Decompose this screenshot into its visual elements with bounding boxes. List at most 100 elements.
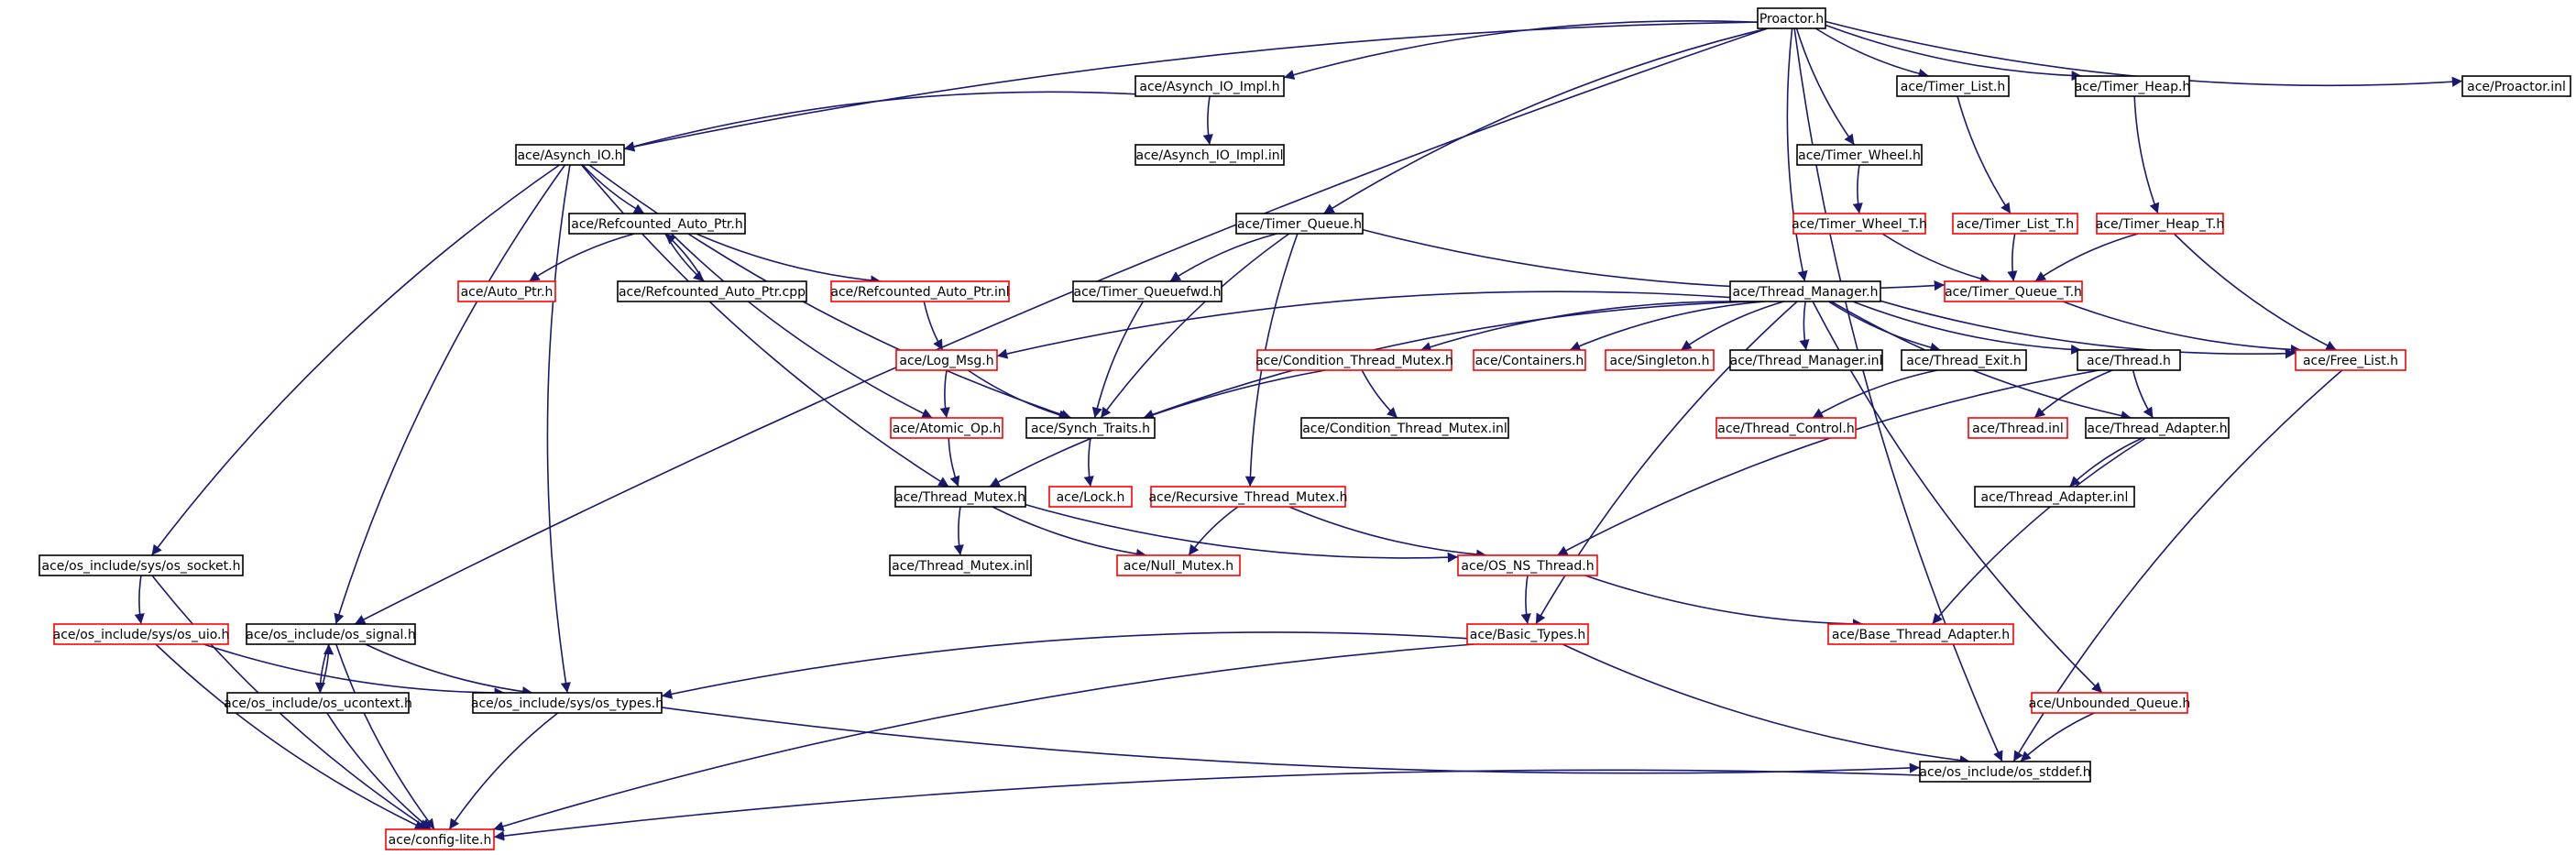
node-unbq[interactable]: ace/Unbounded_Queue.h <box>2029 692 2191 714</box>
node-ctminl[interactable]: ace/Condition_Thread_Mutex.inl <box>1300 417 1509 439</box>
node-tadapt[interactable]: ace/Thread_Adapter.h <box>2085 417 2230 439</box>
node-proinl[interactable]: ace/Proactor.inl <box>2461 75 2571 97</box>
node-box-osns <box>1457 554 1598 576</box>
node-label-btadapt: ace/Base_Thread_Adapter.h <box>1832 628 2010 642</box>
node-box-btypes <box>1466 623 1589 645</box>
edge-btypes-to-osstddef <box>1562 643 1970 766</box>
edge-tm-to-synch <box>1143 301 1753 420</box>
node-label-cont: ace/Containers.h <box>1475 354 1584 368</box>
edge-tm-to-cont <box>1569 301 1765 351</box>
node-label-cfglite: ace/config-lite.h <box>389 833 492 848</box>
edge-root-to-ossig <box>354 27 1769 625</box>
node-lock[interactable]: ace/Lock.h <box>1048 486 1133 508</box>
node-rcapinl[interactable]: ace/Refcounted_Auto_Ptr.inl <box>830 280 1010 302</box>
node-osuio[interactable]: ace/os_include/sys/os_uio.h <box>53 623 230 645</box>
node-label-twheelt: ace/Timer_Wheel_T.h <box>1792 217 1927 232</box>
node-box-aioimplinl <box>1135 144 1285 166</box>
node-label-rcap: ace/Refcounted_Auto_Ptr.h <box>571 217 742 232</box>
node-label-tadaptinl: ace/Thread_Adapter.inl <box>1981 490 2129 505</box>
node-theap[interactable]: ace/Timer_Heap.h <box>2075 75 2191 97</box>
node-label-texit: ace/Thread_Exit.h <box>1906 354 2021 368</box>
node-box-proinl <box>2461 75 2571 97</box>
edge-tm-to-ctm <box>1420 301 1739 352</box>
node-osstddef[interactable]: ace/os_include/os_stddef.h <box>1919 761 2091 783</box>
node-box-texit <box>1901 349 2027 371</box>
node-root: Proactor.h <box>1757 7 1826 29</box>
node-label-lock: ace/Lock.h <box>1057 490 1125 505</box>
node-tmutex[interactable]: ace/Thread_Mutex.h <box>894 486 1026 508</box>
edge-tm-to-tminl <box>1799 301 1810 351</box>
node-atomic[interactable]: ace/Atomic_Op.h <box>890 417 1003 439</box>
node-box-osuctx <box>226 692 410 714</box>
node-label-rcapcpp: ace/Refcounted_Auto_Ptr.cpp <box>619 285 806 300</box>
node-cont[interactable]: ace/Containers.h <box>1473 349 1586 371</box>
edge-tqfwd-to-synch <box>1091 301 1145 419</box>
node-osuctx[interactable]: ace/os_include/os_ucontext.h <box>224 692 412 714</box>
node-aio[interactable]: ace/Asynch_IO.h <box>515 144 625 166</box>
node-box-ctm <box>1256 349 1452 371</box>
node-cfglite[interactable]: ace/config-lite.h <box>385 828 495 850</box>
edge-twheel-to-twheelt <box>1852 164 1863 214</box>
edge-root-to-tlist <box>1814 27 1929 79</box>
node-label-single: ace/Singleton.h <box>1610 354 1710 368</box>
node-synch[interactable]: ace/Synch_Traits.h <box>1025 417 1156 439</box>
node-label-btypes: ace/Basic_Types.h <box>1470 628 1585 642</box>
node-label-aioimpl: ace/Asynch_IO_Impl.h <box>1139 80 1279 94</box>
node-twheel[interactable]: ace/Timer_Wheel.h <box>1796 144 1923 166</box>
node-thread[interactable]: ace/Thread.h <box>2077 349 2181 371</box>
node-threadinl[interactable]: ace/Thread.inl <box>1968 417 2068 439</box>
node-box-logmsg <box>895 349 998 371</box>
node-rcapcpp[interactable]: ace/Refcounted_Auto_Ptr.cpp <box>617 280 807 302</box>
node-tminl[interactable]: ace/Thread_Manager.inl <box>1729 349 1883 371</box>
node-osns[interactable]: ace/OS_NS_Thread.h <box>1457 554 1598 576</box>
edge-thread-to-osns <box>1556 369 2099 556</box>
edge-osns-to-btypes <box>1520 575 1531 625</box>
node-btadapt[interactable]: ace/Base_Thread_Adapter.h <box>1827 623 2014 645</box>
edge-aio-to-synch <box>588 164 1072 420</box>
node-tqt[interactable]: ace/Timer_Queue_T.h <box>1944 280 2083 302</box>
node-ossig[interactable]: ace/os_include/os_signal.h <box>246 623 416 645</box>
node-tlist[interactable]: ace/Timer_List.h <box>1896 75 2010 97</box>
edge-btypes-to-cfglite <box>493 643 1474 832</box>
node-tadaptinl[interactable]: ace/Thread_Adapter.inl <box>1974 486 2135 508</box>
node-box-rcap <box>568 213 746 235</box>
node-rtm[interactable]: ace/Recursive_Thread_Mutex.h <box>1148 486 1348 508</box>
node-logmsg[interactable]: ace/Log_Msg.h <box>895 349 998 371</box>
edge-tm-to-tadapt <box>1830 301 2132 422</box>
node-ossock[interactable]: ace/os_include/sys/os_socket.h <box>38 554 244 576</box>
node-box-flist <box>2295 349 2406 371</box>
node-box-tqfwd <box>1072 280 1222 302</box>
node-btypes[interactable]: ace/Basic_Types.h <box>1466 623 1589 645</box>
node-label-thread: ace/Thread.h <box>2087 354 2171 368</box>
node-box-tmutex <box>894 486 1026 508</box>
node-tlistt[interactable]: ace/Timer_List_T.h <box>1952 213 2078 235</box>
node-nullm[interactable]: ace/Null_Mutex.h <box>1116 554 1241 576</box>
node-tmutexinl[interactable]: ace/Thread_Mutex.inl <box>889 554 1032 576</box>
node-single[interactable]: ace/Singleton.h <box>1605 349 1715 371</box>
node-twheelt[interactable]: ace/Timer_Wheel_T.h <box>1792 213 1927 235</box>
node-aioimplinl[interactable]: ace/Asynch_IO_Impl.inl <box>1135 144 1285 166</box>
node-aioimpl[interactable]: ace/Asynch_IO_Impl.h <box>1135 75 1285 97</box>
node-box-theap <box>2075 75 2190 97</box>
node-texit[interactable]: ace/Thread_Exit.h <box>1901 349 2027 371</box>
node-autoptr[interactable]: ace/Auto_Ptr.h <box>457 280 556 302</box>
edge-root-to-tq <box>1322 27 1768 214</box>
node-tm[interactable]: ace/Thread_Manager.h <box>1729 280 1881 302</box>
edge-thread-to-tadapt <box>2132 369 2154 419</box>
node-box-root <box>1757 7 1826 29</box>
node-box-tctl <box>1716 417 1857 439</box>
edge-osuio-to-cfglite <box>155 643 426 830</box>
edge-root-to-aioimpl <box>1283 19 1759 80</box>
node-label-flist: ace/Free_List.h <box>2303 354 2398 368</box>
node-tctl[interactable]: ace/Thread_Control.h <box>1716 417 1857 439</box>
node-rcap[interactable]: ace/Refcounted_Auto_Ptr.h <box>568 213 746 235</box>
node-ostypes[interactable]: ace/os_include/sys/os_types.h <box>471 692 663 714</box>
node-theapt[interactable]: ace/Timer_Heap_T.h <box>2096 213 2224 235</box>
node-tq[interactable]: ace/Timer_Queue.h <box>1235 213 1364 235</box>
edge-aio-to-ossock <box>150 164 560 556</box>
node-box-tminl <box>1729 349 1883 371</box>
node-ctm[interactable]: ace/Condition_Thread_Mutex.h <box>1255 349 1453 371</box>
node-tqfwd[interactable]: ace/Timer_Queuefwd.h <box>1072 280 1222 302</box>
node-flist[interactable]: ace/Free_List.h <box>2295 349 2406 371</box>
